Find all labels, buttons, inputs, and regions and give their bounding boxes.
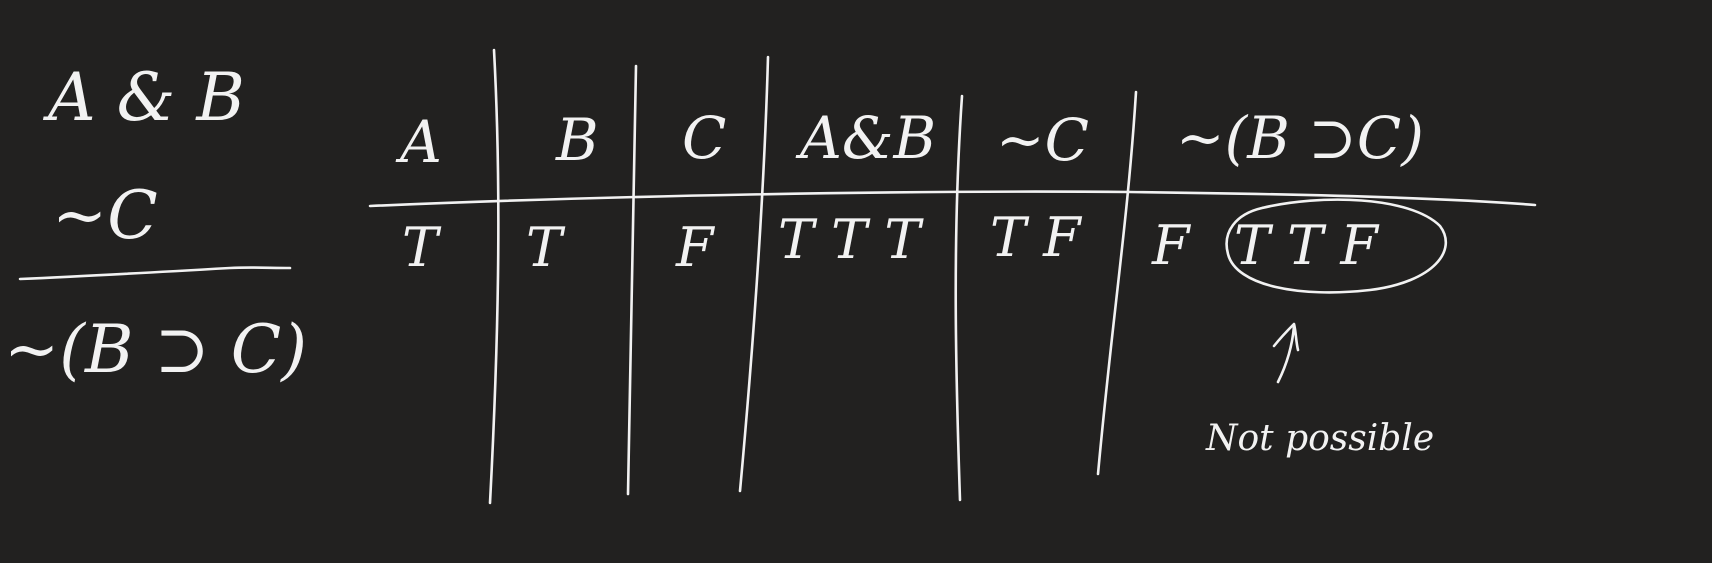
- cell-a: T: [402, 216, 442, 279]
- cell-c: F: [675, 216, 716, 279]
- cell-a-and-b: T T T: [778, 208, 924, 271]
- table-header-row: A B C A&B ~C ~(B ⊃C): [395, 104, 1424, 176]
- annotation-arrow: [1272, 322, 1300, 384]
- table-row: T T F T T T T F F T T F: [402, 206, 1380, 279]
- column-divider-3: [738, 55, 770, 493]
- annotation: Not possible: [1205, 322, 1434, 459]
- header-a: A: [395, 108, 442, 176]
- column-divider-4: [954, 94, 964, 502]
- column-divider-5: [1096, 90, 1138, 476]
- column-divider-2: [626, 64, 638, 496]
- annotation-note: Not possible: [1205, 418, 1434, 459]
- cell-b-implies-c-parts: T T F: [1234, 214, 1380, 277]
- premise-2: ~C: [52, 177, 158, 254]
- column-divider-1: [488, 48, 500, 505]
- header-not-c: ~C: [996, 106, 1089, 174]
- header-b: B: [555, 106, 599, 174]
- cell-not-b-implies-c-main: F: [1151, 214, 1192, 277]
- header-c: C: [682, 104, 726, 172]
- argument: A & B ~C ~(B ⊃ C): [4, 59, 307, 388]
- cell-not-c: T F: [990, 206, 1083, 269]
- premise-1: A & B: [42, 59, 245, 136]
- cell-b: T: [526, 216, 566, 279]
- impossible-circle: [1225, 198, 1447, 294]
- argument-inference-line: [18, 266, 292, 281]
- header-not-b-implies-c: ~(B ⊃C): [1176, 104, 1424, 172]
- table-header-rule: [368, 190, 1537, 208]
- header-a-and-b: A&B: [795, 104, 936, 172]
- truth-table: A B C A&B ~C ~(B ⊃C) T T F T T T T F F T…: [368, 48, 1537, 505]
- conclusion: ~(B ⊃ C): [4, 311, 307, 388]
